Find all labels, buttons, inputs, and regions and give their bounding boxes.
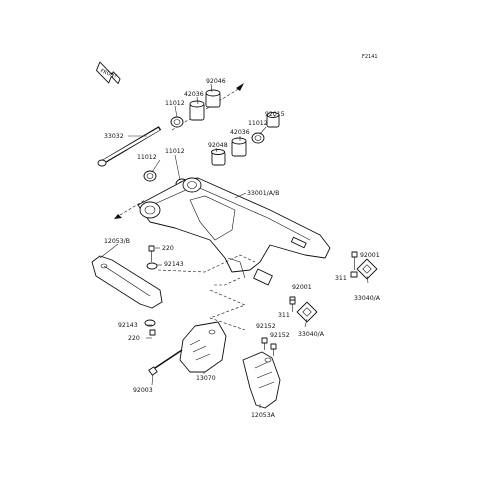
pivot-axis-upper [171, 87, 241, 131]
label-92001-upper: 92001 [360, 252, 380, 259]
label-13070: 13070 [196, 375, 216, 382]
pivot-shaft-33032 [97, 126, 162, 167]
seal-11012-left [143, 170, 157, 182]
label-311-upper: 311 [335, 275, 347, 282]
label-11012-right: 11012 [248, 120, 268, 127]
label-92046: 92046 [206, 78, 226, 85]
front-arrow-icon: FRONT [96, 61, 121, 84]
axis-arrow-lower [114, 214, 122, 219]
label-92015: 92015 [265, 111, 285, 118]
bearing-42036-upper [189, 100, 205, 121]
label-42036-upper: 42036 [184, 91, 204, 98]
label-33040-upper: 33040/A [354, 295, 381, 302]
label-11012-left: 11012 [137, 154, 157, 161]
label-220-upper: 220 [162, 245, 174, 252]
label-92048: 92048 [208, 142, 228, 149]
chain-slider-12053b [91, 255, 163, 309]
label-42036-lower: 42036 [230, 129, 250, 136]
assembly-line-2 [214, 277, 241, 286]
bolt-92152-b [270, 343, 277, 356]
swingarm-33001 [137, 177, 331, 286]
collar-92048 [211, 149, 226, 166]
label-33032: 33032 [104, 133, 124, 140]
washer-92143-lower [144, 319, 156, 327]
label-11012-upper: 11012 [165, 100, 185, 107]
bearing-42036-lower [231, 137, 247, 157]
chain-guide-12053a [242, 351, 281, 409]
label-92152-a: 92152 [256, 323, 276, 330]
axis-arrow-upper [236, 83, 244, 91]
label-92001-lower: 92001 [292, 284, 312, 291]
washer-92143-upper [146, 262, 158, 270]
bolt-92001-lower [289, 296, 296, 312]
bolt-220-lower [149, 329, 156, 336]
bolt-92003 [148, 349, 183, 376]
label-311-lower: 311 [278, 312, 290, 319]
label-33001: 33001/A/B [247, 190, 279, 197]
collar-92015 [266, 112, 280, 128]
bolt-92001-upper [351, 251, 358, 270]
label-12053b: 12053/B [104, 238, 130, 245]
seal-11012-upper [170, 116, 184, 128]
diagram-code: F2141 [362, 54, 378, 60]
label-92152-b: 92152 [270, 332, 290, 339]
nut-311-lower [289, 299, 296, 305]
bolt-220-upper [148, 245, 155, 262]
chain-guide-13070 [179, 321, 227, 373]
collar-92046 [205, 89, 221, 108]
label-33040-lower: 33040/A [298, 331, 325, 338]
assembly-lines [157, 254, 256, 331]
label-92003: 92003 [133, 387, 153, 394]
adjuster-33040-upper [356, 258, 378, 280]
label-12053a: 12053A [251, 412, 276, 419]
bolt-92152-a [261, 337, 268, 350]
adjuster-33040-lower [296, 301, 318, 323]
label-11012-mid: 11012 [165, 148, 185, 155]
nut-311-upper [350, 271, 358, 278]
label-92143-lower: 92143 [118, 322, 138, 329]
label-220-lower: 220 [128, 335, 140, 342]
seal-11012-right [251, 132, 265, 144]
label-92143-upper: 92143 [164, 261, 184, 268]
